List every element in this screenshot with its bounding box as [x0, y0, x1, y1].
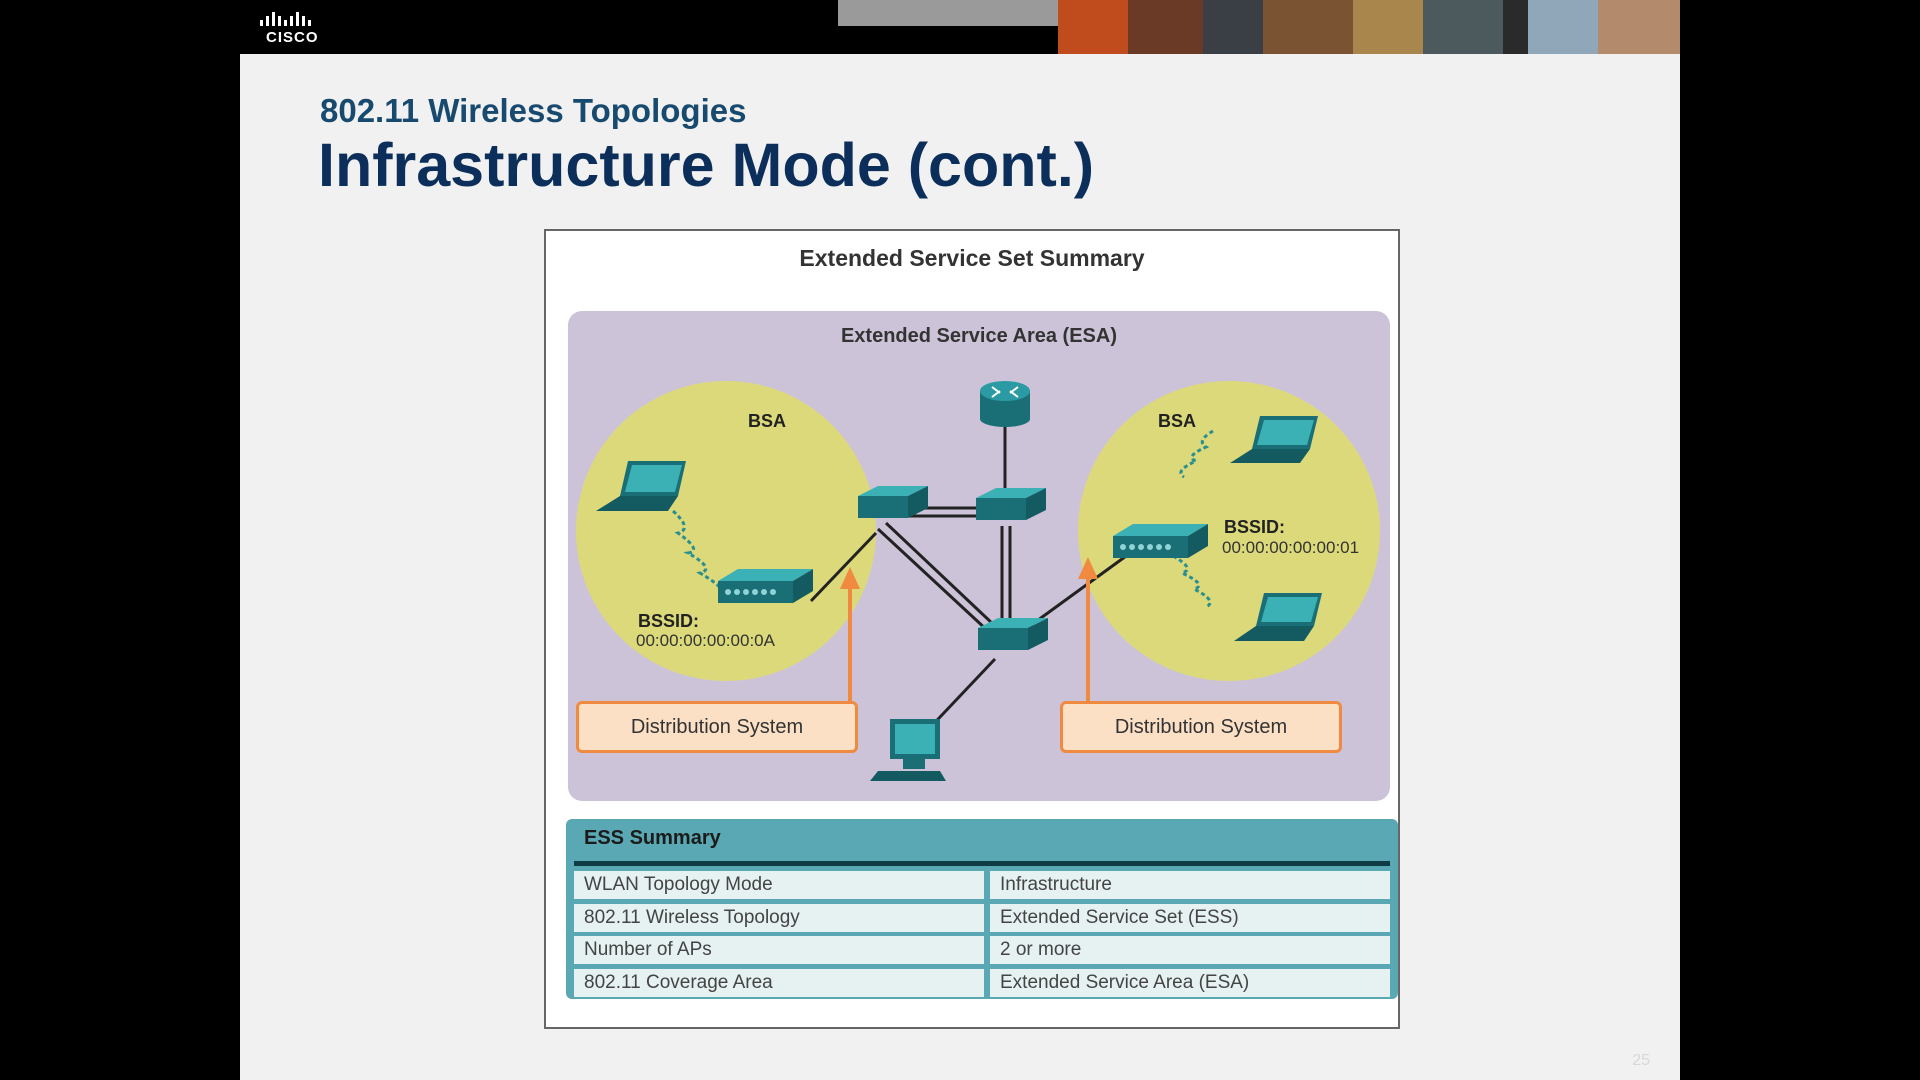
- left-bsa-label: BSA: [748, 411, 787, 431]
- figure-title: Extended Service Set Summary: [799, 245, 1145, 271]
- row-value: 2 or more: [990, 936, 1390, 964]
- summary-divider: [574, 861, 1390, 866]
- page-number: 25: [1632, 1052, 1650, 1069]
- row-value: Extended Service Set (ESS): [990, 904, 1390, 932]
- ess-summary-table: ESS Summary WLAN Topology Mode Infrastru…: [566, 819, 1398, 999]
- right-distribution-system: Distribution System: [1060, 701, 1342, 753]
- table-row: WLAN Topology Mode Infrastructure: [574, 871, 1390, 899]
- right-wireless-link-bottom: [1172, 554, 1212, 609]
- header-tab: [838, 0, 1082, 26]
- right-bssid-value: 00:00:00:00:00:01: [1222, 538, 1360, 557]
- cisco-logo: CISCO: [258, 10, 322, 46]
- ess-figure: Extended Service Set Summary Extended Se…: [544, 229, 1400, 1029]
- right-wireless-link-top: [1179, 429, 1214, 479]
- right-bssid-label: BSSID:: [1224, 517, 1286, 537]
- table-row: 802.11 Coverage Area Extended Service Ar…: [574, 969, 1390, 997]
- switch-icon-center-top: [976, 488, 1046, 520]
- left-bssid-value: 00:00:00:00:00:0A: [636, 631, 775, 650]
- laptop-icon-left: [596, 461, 686, 511]
- slide: 802.11 Wireless Topologies Infrastructur…: [240, 54, 1680, 1080]
- row-key: Number of APs: [574, 936, 984, 964]
- cisco-bars-icon: [260, 12, 311, 26]
- photo-strip: [1058, 0, 1680, 54]
- laptop-icon-right-bottom: [1234, 593, 1322, 641]
- row-key: 802.11 Wireless Topology: [574, 904, 984, 932]
- esa-label: Extended Service Area (ESA): [840, 325, 1118, 347]
- table-row: 802.11 Wireless Topology Extended Servic…: [574, 904, 1390, 932]
- left-bsa-circle: [576, 381, 876, 681]
- top-bar: CISCO: [0, 0, 1920, 54]
- summary-heading: ESS Summary: [584, 827, 721, 849]
- cisco-logo-text: CISCO: [266, 29, 319, 46]
- access-point-icon-left: [718, 569, 813, 603]
- switch-icon-left: [858, 486, 928, 518]
- row-value: Extended Service Area (ESA): [990, 969, 1390, 997]
- right-bsa-label: BSA: [1158, 411, 1197, 431]
- slide-title: Infrastructure Mode (cont.): [318, 131, 1095, 199]
- desktop-pc-icon: [870, 719, 946, 781]
- left-bssid-label: BSSID:: [638, 611, 700, 631]
- access-point-icon-right: [1113, 524, 1208, 558]
- extended-service-area: Extended Service Area (ESA): [568, 311, 1390, 801]
- left-distribution-system: Distribution System: [576, 701, 858, 753]
- row-key: WLAN Topology Mode: [574, 871, 984, 899]
- row-key: 802.11 Coverage Area: [574, 969, 984, 997]
- network-diagram: [596, 381, 1322, 781]
- left-wireless-link: [671, 509, 723, 595]
- row-value: Infrastructure: [990, 871, 1390, 899]
- router-icon: [980, 381, 1030, 427]
- slide-subtitle: 802.11 Wireless Topologies: [320, 92, 747, 129]
- table-row: Number of APs 2 or more: [574, 936, 1390, 964]
- laptop-icon-right-top: [1230, 416, 1318, 463]
- switch-icon-bottom: [978, 618, 1048, 650]
